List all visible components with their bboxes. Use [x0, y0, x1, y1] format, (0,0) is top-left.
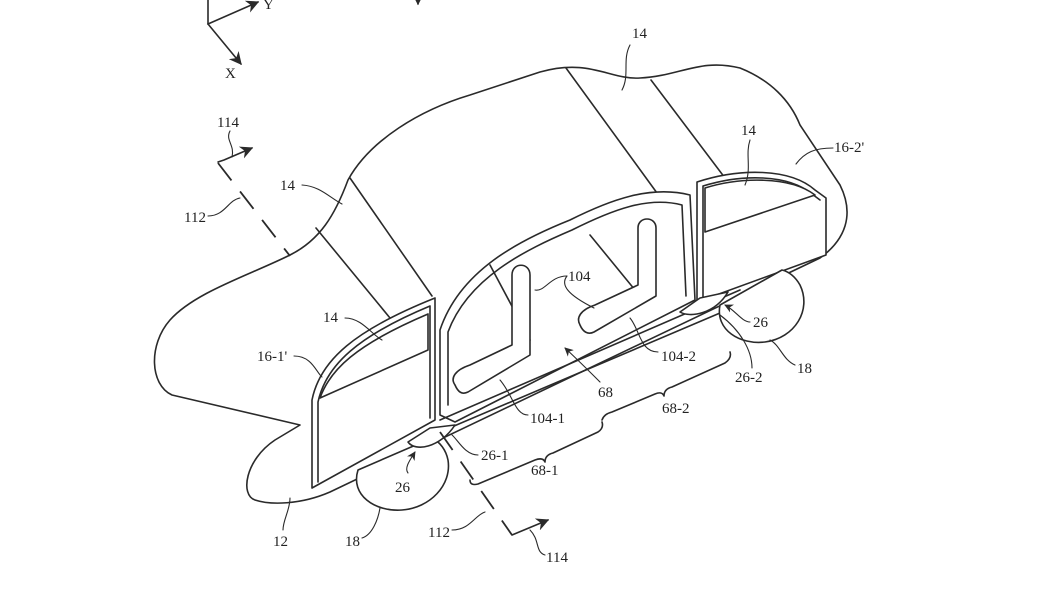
leader-26-2 [719, 314, 753, 369]
label-14-front-window: 14 [323, 310, 339, 326]
interior-wall-2 [589, 234, 636, 291]
label-26-2: 26-2 [735, 370, 763, 386]
label-68-1: 68-1 [531, 463, 559, 479]
arrow-26-rear [724, 304, 751, 323]
front-door-inner-edge [317, 305, 431, 483]
front-hinge [407, 424, 456, 448]
leader-114-top [228, 130, 234, 158]
leader-14-front [301, 184, 343, 205]
brace-68-2 [601, 351, 732, 421]
label-18-rear: 18 [797, 361, 812, 377]
wheels [355, 269, 805, 511]
roof-pillar-b [565, 67, 658, 194]
label-26-rear: 26 [753, 315, 769, 331]
rear-door [696, 171, 827, 303]
brace-68-1 [469, 421, 604, 486]
front-door-window [319, 313, 429, 399]
label-16-1: 16-1' [257, 349, 287, 365]
rear-wheel [718, 269, 805, 344]
x-axis-arrow [207, 23, 242, 65]
label-114-bottom: 114 [546, 550, 568, 566]
seat-front [452, 264, 531, 394]
label-14-roof: 14 [632, 26, 648, 42]
label-68-2: 68-2 [662, 401, 690, 417]
interior-braces [469, 351, 732, 486]
coordinate-axes: Y X [207, 0, 425, 82]
y-axis-label: Y [263, 0, 274, 13]
leader-14-front-window [344, 317, 383, 341]
leader-26-1 [451, 434, 479, 456]
leader-112-bottom [451, 511, 486, 531]
label-26-1: 26-1 [481, 448, 509, 464]
label-26-front: 26 [395, 480, 411, 496]
label-16-2: 16-2' [834, 140, 864, 156]
seat-rear [577, 218, 657, 334]
label-18-front: 18 [345, 534, 360, 550]
leader-104-1 [499, 379, 529, 416]
y-axis-arrow [207, 0, 260, 25]
leader-14-top [621, 44, 631, 91]
label-12: 12 [273, 534, 288, 550]
arrow-26-front [406, 451, 416, 474]
cabin-inner-edge [447, 201, 687, 406]
leader-104-2 [629, 317, 659, 353]
leader-112-top [207, 197, 241, 217]
label-104: 104 [568, 269, 591, 285]
label-104-2: 104-2 [661, 349, 696, 365]
reference-labels: 14 14 14 14 16-2' 16-1' 104 104-2 104-1 … [184, 26, 864, 566]
direction-arrow-bottom [511, 518, 550, 536]
rear-door-window [704, 179, 816, 233]
label-112-bottom: 112 [428, 525, 450, 541]
leader-12 [282, 497, 291, 531]
leader-16-2 [795, 147, 834, 165]
front-wheel [355, 437, 450, 511]
leader-104-b [564, 275, 595, 309]
label-104-1: 104-1 [530, 411, 565, 427]
leader-16-1 [293, 355, 323, 378]
front-door [311, 297, 436, 489]
roof-pillar-a [349, 177, 433, 297]
rear-hinge [679, 291, 729, 316]
label-112-top: 112 [184, 210, 206, 226]
section-line [217, 146, 550, 536]
label-14-rear-window: 14 [741, 123, 757, 139]
section-line-bottom [439, 431, 513, 536]
arrow-68 [564, 347, 601, 383]
sill-line-lower [439, 295, 761, 433]
label-114-top: 114 [217, 115, 239, 131]
seats [452, 218, 657, 394]
leader-104 [534, 275, 568, 291]
x-axis-label: X [225, 66, 236, 82]
direction-arrow-top [217, 146, 254, 163]
hood-line [315, 227, 391, 319]
leader-14-rear-window [744, 139, 751, 186]
roof-pillar-c [650, 79, 726, 179]
section-line-top [217, 162, 291, 257]
label-14-front: 14 [280, 178, 296, 194]
leader-18-rear [769, 339, 796, 366]
label-68: 68 [598, 385, 613, 401]
leader-114-bottom [529, 529, 546, 556]
leader-lines [207, 44, 834, 556]
leader-18-front [361, 507, 381, 539]
